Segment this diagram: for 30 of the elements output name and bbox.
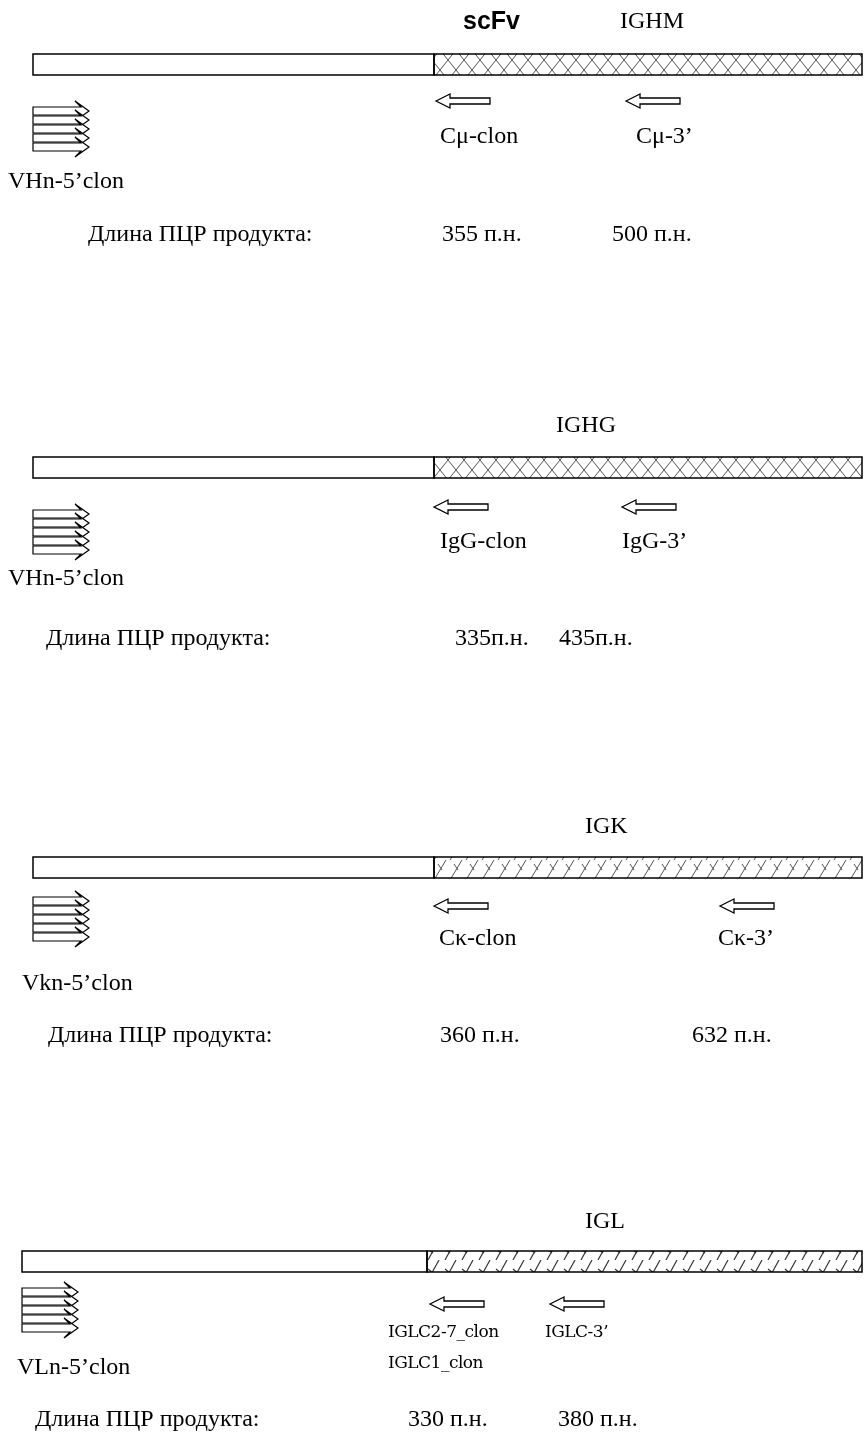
primer-label: VHn-5’clon — [8, 565, 124, 589]
length-value: 500 п.н. — [612, 221, 692, 245]
primer-label: VLn-5’clon — [17, 1354, 131, 1378]
primer-label: Cκ-3’ — [718, 925, 775, 949]
caption-text: Длина ПЦР продукта: — [35, 1406, 260, 1430]
length-value: 435п.н. — [559, 625, 633, 649]
primer-label: IGLC-3’ — [545, 1322, 609, 1340]
length-value: 632 п.н. — [692, 1022, 772, 1046]
primer-label: IGLC1_clon — [388, 1353, 484, 1371]
gene-label: IGK — [585, 813, 628, 837]
length-value: 330 п.н. — [408, 1406, 488, 1430]
primer-label: Cμ-3’ — [636, 123, 693, 147]
length-value: 355 п.н. — [442, 221, 522, 245]
primer-label: VHn-5’clon — [8, 168, 124, 192]
primer-label: Cκ-clon — [439, 925, 517, 949]
length-value: 335п.н. — [455, 625, 529, 649]
length-value: 360 п.н. — [440, 1022, 520, 1046]
primer-label: Vkn-5’clon — [22, 970, 133, 994]
gene-label: IGL — [585, 1208, 625, 1232]
caption-text: Длина ПЦР продукта: — [48, 1022, 273, 1046]
gene-label: IGHM — [620, 8, 684, 32]
caption-text: Длина ПЦР продукта: — [46, 625, 271, 649]
gene-label: IGHG — [556, 412, 616, 436]
primer-label: IGLC2-7_clon — [388, 1322, 499, 1340]
caption-text: Длина ПЦР продукта: — [88, 221, 313, 245]
heading: scFv — [463, 7, 520, 33]
primer-label: IgG-clon — [440, 528, 527, 552]
length-value: 380 п.н. — [558, 1406, 638, 1430]
primer-label: IgG-3’ — [622, 528, 688, 552]
primer-label: Cμ-clon — [440, 123, 519, 147]
